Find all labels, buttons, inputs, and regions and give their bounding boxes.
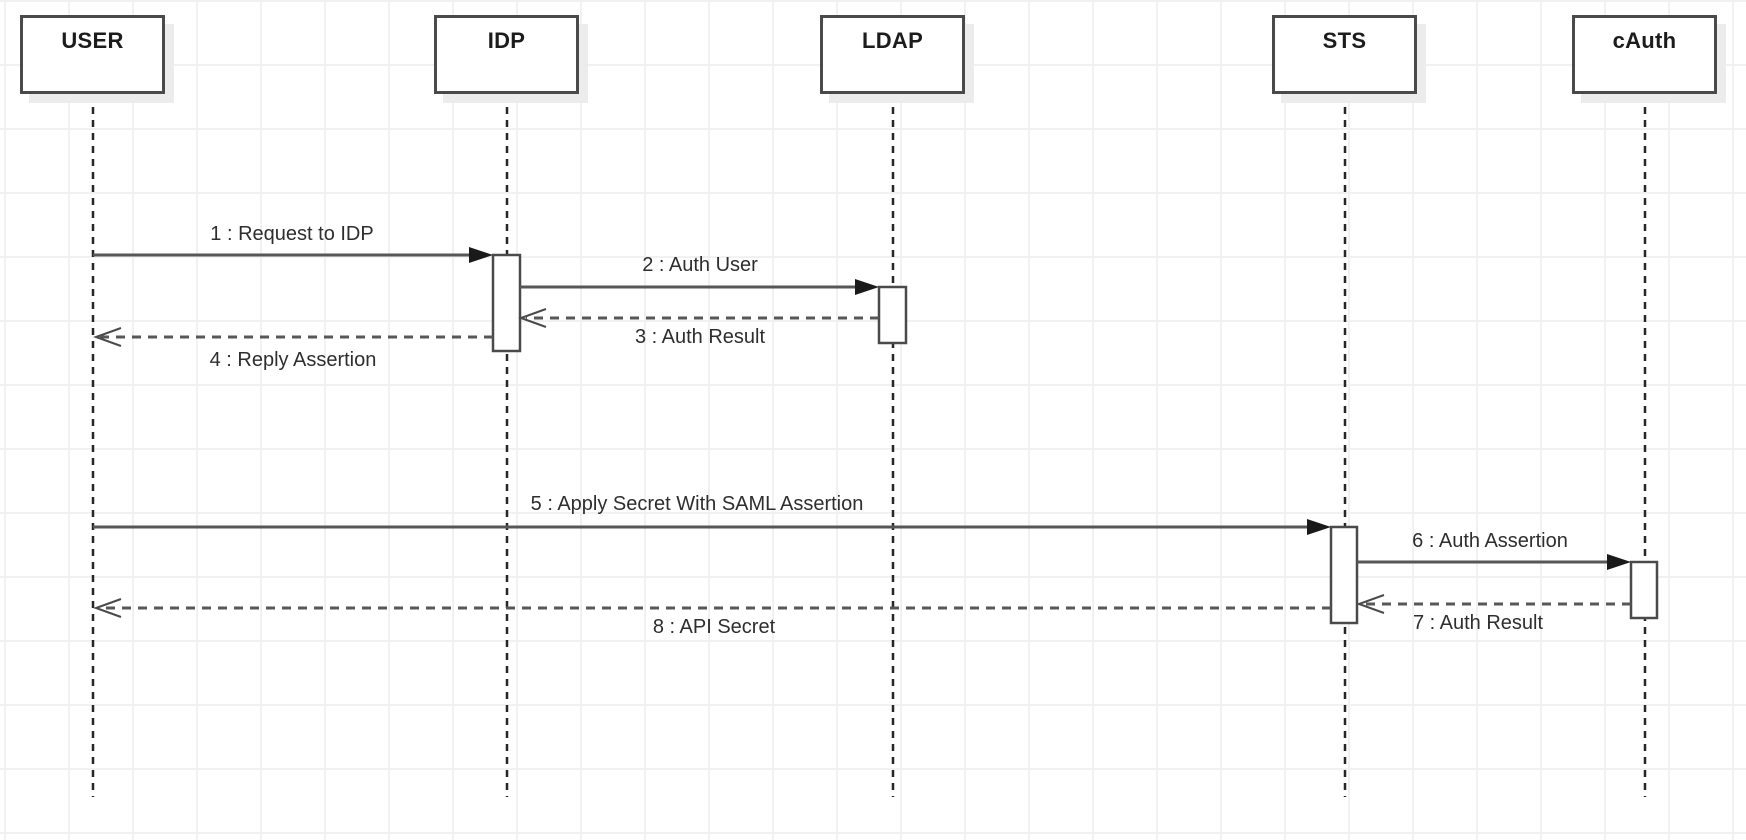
message-7-arrow[interactable] [1356, 594, 1631, 614]
actor-box-sts[interactable]: STS [1272, 15, 1417, 94]
message-1-arrow[interactable] [93, 247, 493, 263]
message-2-arrowhead-icon [855, 279, 879, 295]
activation-bars [491, 253, 1659, 625]
actor-box-idp[interactable]: IDP [434, 15, 579, 94]
activation-bar-cauth[interactable] [1629, 560, 1659, 620]
activation-bar-sts[interactable] [1329, 525, 1359, 625]
message-8-label[interactable]: 8 : API Secret [652, 616, 776, 638]
message-7-label[interactable]: 7 : Auth Result [1412, 612, 1544, 634]
lifelines [91, 94, 1647, 797]
actor-label-user: USER [61, 28, 124, 53]
actor-label-ldap: LDAP [861, 28, 924, 53]
message-6-arrowhead-icon [1607, 554, 1631, 570]
message-5-label[interactable]: 5 : Apply Secret With SAML Assertion [530, 493, 864, 515]
message-5-arrowhead-icon [1307, 519, 1331, 535]
actor-label-sts: STS [1322, 28, 1367, 53]
message-2-label[interactable]: 2 : Auth User [642, 254, 758, 276]
message-1-arrowhead-icon [469, 247, 493, 263]
actor-box-ldap[interactable]: LDAP [820, 15, 965, 94]
message-4-arrow[interactable] [93, 327, 493, 347]
actor-box-cauth[interactable]: cAuth [1572, 15, 1717, 94]
message-7-arrowhead-icon [1356, 594, 1385, 614]
activation-bar-ldap[interactable] [877, 285, 908, 345]
message-8-arrow[interactable] [93, 598, 1331, 618]
message-8-arrowhead-icon [93, 598, 122, 618]
message-4-arrowhead-icon [93, 327, 122, 347]
actor-label-idp: IDP [487, 28, 526, 53]
message-4-label[interactable]: 4 : Reply Assertion [209, 349, 377, 371]
message-6-arrow[interactable] [1357, 554, 1631, 570]
message-3-arrow[interactable] [518, 308, 879, 328]
message-1-label[interactable]: 1 : Request to IDP [210, 223, 374, 245]
message-3-arrowhead-icon [518, 308, 547, 328]
actor-box-user[interactable]: USER [20, 15, 165, 94]
actor-label-cauth: cAuth [1612, 28, 1677, 53]
message-6-label[interactable]: 6 : Auth Assertion [1412, 530, 1568, 552]
message-3-label[interactable]: 3 : Auth Result [634, 326, 766, 348]
activation-bar-idp[interactable] [491, 253, 522, 353]
message-2-arrow[interactable] [520, 279, 879, 295]
message-5-arrow[interactable] [93, 519, 1331, 535]
